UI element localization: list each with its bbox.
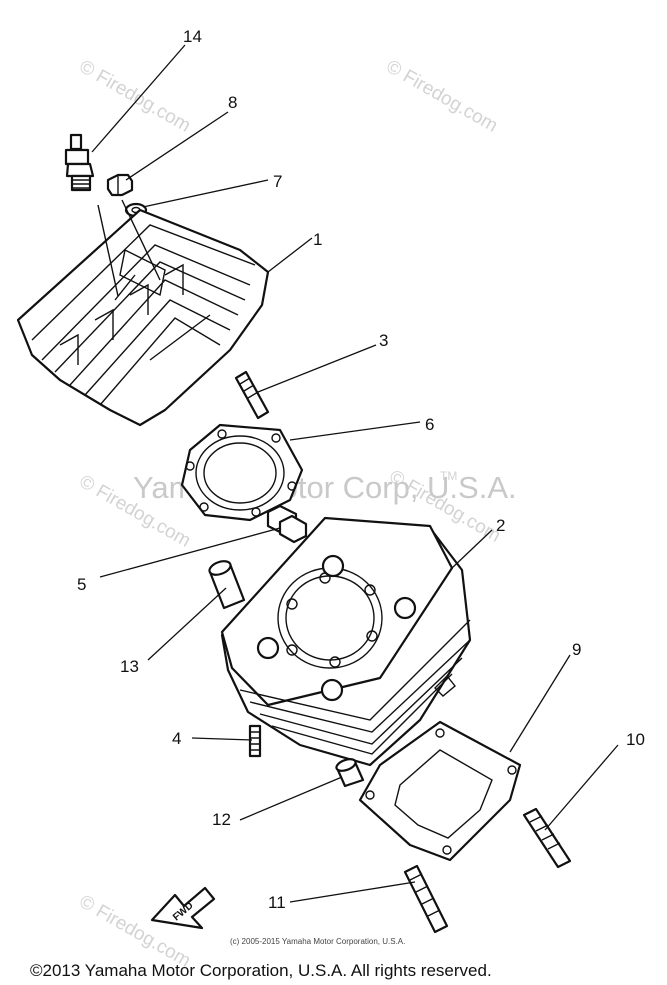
part-5-fitting: [266, 504, 308, 544]
callout-8: 8: [228, 93, 237, 112]
watermark-firedog-1: © Firedog.com: [76, 56, 195, 137]
callout-5: 5: [77, 575, 86, 594]
callout-1: 1: [313, 230, 322, 249]
part-13-dowel: [208, 560, 246, 610]
callout-11: 11: [268, 893, 286, 912]
part-4-stud: [248, 724, 262, 758]
callout-10: 10: [626, 730, 645, 749]
part-10-stud: [522, 807, 572, 869]
part-6-head-gasket: [180, 423, 304, 522]
callout-2: 2: [496, 516, 505, 535]
callout-7: 7: [273, 172, 282, 191]
part-9-base-gasket: [358, 720, 522, 862]
callout-6: 6: [425, 415, 434, 434]
callout-3: 3: [379, 331, 388, 350]
part-3-stud: [234, 370, 270, 420]
part-11-stud: [403, 864, 449, 934]
watermark-tm: TM: [440, 469, 457, 483]
leader-lines: [91, 44, 619, 903]
footer-copyright: ©2013 Yamaha Motor Corporation, U.S.A. A…: [30, 961, 492, 980]
part-14-spark-plug: [64, 133, 95, 192]
watermark-firedog-2: © Firedog.com: [383, 56, 502, 137]
fwd-arrow: FWD: [150, 886, 216, 930]
callout-4: 4: [172, 729, 181, 748]
callout-labels: 14 8 7 1 3 6 2 5 13 9 10 4 12 11: [77, 27, 645, 912]
part-12-cap: [335, 758, 365, 788]
part-1-cylinder-head: [16, 199, 270, 427]
callout-13: 13: [120, 657, 139, 676]
small-credit: (c) 2005-2015 Yamaha Motor Corporation, …: [230, 937, 405, 946]
part-2-cylinder: [220, 516, 472, 767]
callout-9: 9: [572, 640, 581, 659]
callout-14: 14: [183, 27, 202, 46]
callout-12: 12: [212, 810, 231, 829]
